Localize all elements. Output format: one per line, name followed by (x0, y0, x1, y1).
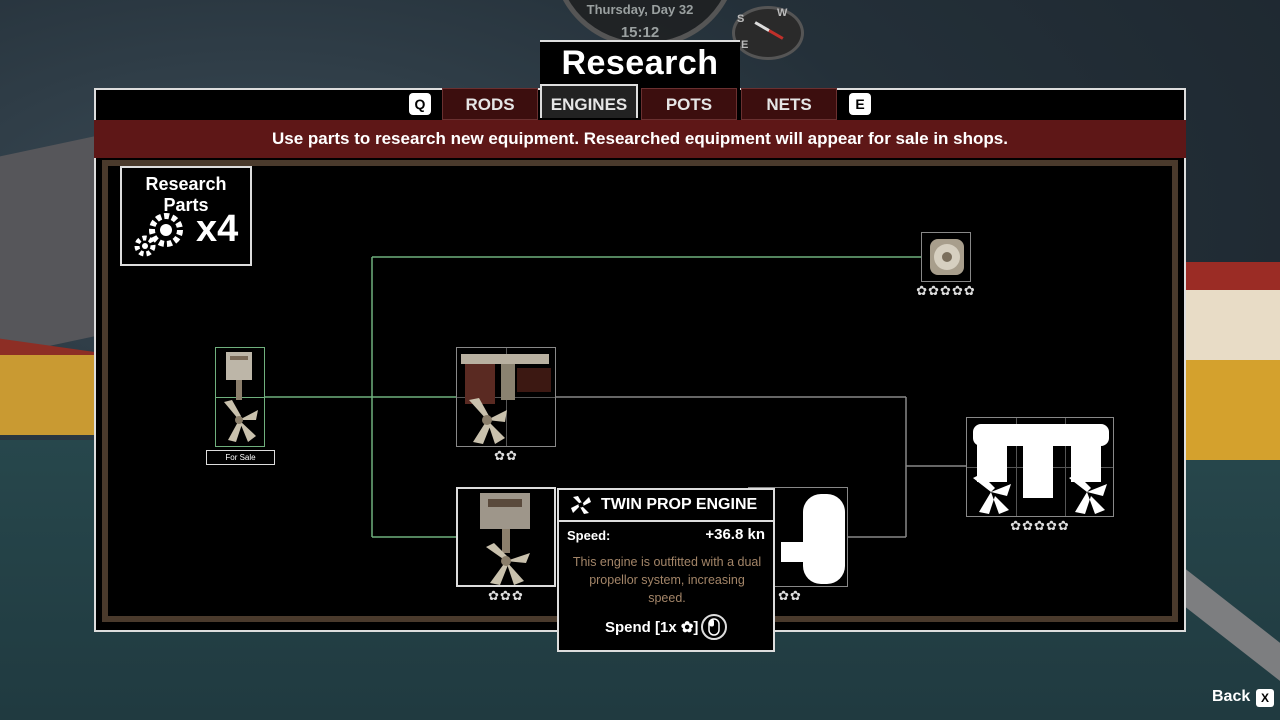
title-bar (540, 40, 740, 90)
research-parts-title: Research Parts (145, 174, 227, 215)
tooltip-divider (559, 520, 773, 522)
turbine-engine-icon (930, 239, 964, 275)
tab-rods[interactable]: RODS (442, 88, 538, 120)
prev-tab-key[interactable]: Q (409, 93, 431, 115)
twin-prop-engine-icon (480, 493, 530, 585)
back-button[interactable]: Back (1212, 688, 1251, 705)
rating-stars: ✿✿✿ (488, 589, 524, 604)
engine-node-mid-top[interactable] (456, 347, 556, 447)
compass-w: W (777, 7, 788, 19)
rating-stars: ✿✿✿✿✿ (1010, 519, 1070, 534)
tab-nets[interactable]: NETS (741, 88, 837, 120)
compass-s: S (737, 13, 745, 25)
engine-node-bottom-right[interactable] (748, 487, 848, 587)
background-house-left (0, 355, 96, 435)
rating-stars: ✿✿✿✿✿ (916, 284, 976, 299)
rating-stars: ✿✿ (778, 589, 802, 604)
spend-button-label[interactable]: Spend [1x ✿] (605, 619, 699, 636)
research-parts-count: x4 (196, 208, 239, 250)
background-house-right-lower (1186, 360, 1280, 460)
small-engine-icon (224, 352, 258, 442)
for-sale-badge: For Sale (206, 450, 275, 465)
next-tab-key[interactable]: E (849, 93, 871, 115)
tooltip-title: TWIN PROP ENGINE (601, 496, 758, 513)
back-key-icon[interactable]: X (1256, 689, 1274, 707)
day-label: Thursday, Day 32 (586, 2, 694, 17)
item-tooltip: TWIN PROP ENGINE Speed: +36.8 kn This en… (557, 488, 775, 652)
mouse-click-icon (701, 614, 727, 640)
tooltip-speed-label: Speed: (567, 528, 611, 543)
compass-e: E (741, 39, 749, 51)
time-label: 15:12 (620, 24, 660, 41)
tooltip-speed-value: +36.8 kn (705, 526, 765, 543)
tab-engines[interactable]: ENGINES (540, 84, 638, 118)
rating-stars: ✿✿ (494, 449, 518, 464)
locked-triple-engine-silhouette-icon (973, 424, 1109, 514)
background-house-right (1186, 290, 1280, 370)
outboard-engine-icon (461, 354, 551, 444)
engine-node-starter[interactable] (215, 347, 265, 447)
tooltip-description: This engine is outfitted with a dual pro… (572, 555, 762, 605)
compass-icon: S W E (732, 6, 804, 60)
engine-node-far-right[interactable] (966, 417, 1114, 517)
category-tabs: RODS ENGINES POTS NETS (0, 84, 1280, 120)
locked-engine-silhouette-icon (781, 494, 845, 584)
tab-pots[interactable]: POTS (641, 88, 737, 120)
gears-icon (134, 213, 183, 257)
engine-node-top-right[interactable] (921, 232, 971, 282)
engine-node-twin-prop[interactable] (456, 487, 556, 587)
page-title: Research (561, 44, 719, 82)
info-banner: Use parts to research new equipment. Res… (94, 120, 1186, 158)
research-parts-panel: Research Parts x4 (120, 166, 252, 266)
propeller-icon (571, 496, 591, 514)
background-roof-right (1186, 262, 1280, 292)
